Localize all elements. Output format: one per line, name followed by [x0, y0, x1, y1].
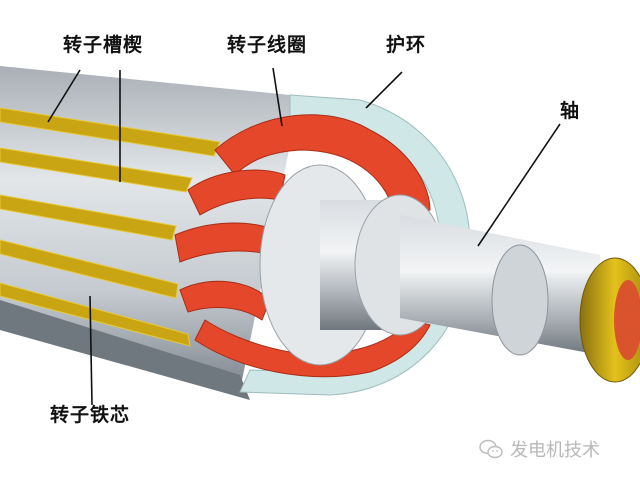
label-retaining-ring: 护环: [386, 34, 427, 56]
label-rotor-winding: 转子线圈: [227, 34, 308, 56]
watermark-text: 发电机技术: [510, 440, 600, 461]
label-shaft: 轴: [560, 100, 581, 122]
shaft: [259, 164, 600, 366]
label-rotor-core: 转子铁芯: [50, 404, 131, 426]
callout-lines: [47, 67, 561, 406]
label-rotor-slot-wedge: 转子槽楔: [63, 34, 144, 56]
retaining-ring: [239, 94, 471, 396]
slot-wedges: [0, 107, 221, 347]
watermark: 发电机技术: [478, 436, 600, 462]
coupling: [579, 257, 640, 383]
wechat-icon: [479, 439, 503, 459]
